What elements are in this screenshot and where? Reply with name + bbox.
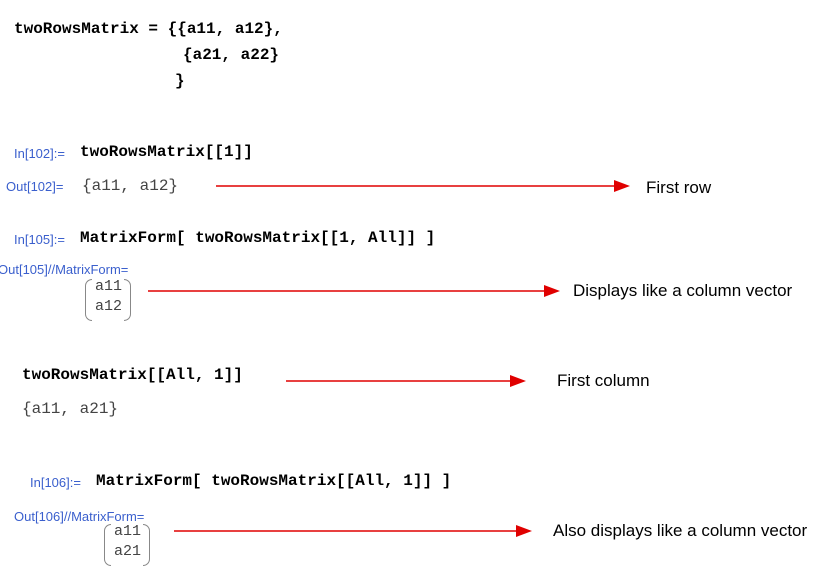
input-label-102: In[102]:= bbox=[14, 146, 65, 161]
matrix-cell: a11 bbox=[114, 523, 142, 540]
note-first-row: First row bbox=[646, 178, 712, 197]
right-paren bbox=[143, 524, 150, 566]
arrow-column-vector-1 bbox=[148, 285, 560, 297]
right-paren bbox=[124, 279, 131, 321]
matrix-output-105: a11 a12 bbox=[85, 277, 131, 321]
note-column-vector-2: Also displays like a column vector bbox=[553, 521, 808, 540]
input-expression-105[interactable]: MatrixForm[ twoRowsMatrix[[1, All]] ] bbox=[80, 229, 436, 247]
input-expression-102[interactable]: twoRowsMatrix[[1]] bbox=[80, 143, 253, 161]
matrix-definition-line-2: {a21, a22} bbox=[183, 46, 280, 64]
output-value-102: {a11, a12} bbox=[82, 177, 179, 195]
output-label-102: Out[102]= bbox=[6, 179, 64, 194]
output-label-106: Out[106]//MatrixForm= bbox=[14, 509, 145, 524]
note-first-column: First column bbox=[557, 371, 650, 390]
input-expression-106[interactable]: MatrixForm[ twoRowsMatrix[[All, 1]] ] bbox=[96, 472, 452, 490]
matrix-cell: a11 bbox=[95, 278, 123, 295]
arrow-first-row bbox=[216, 180, 630, 192]
matrix-definition-line-1: twoRowsMatrix = {{a11, a12}, bbox=[14, 20, 283, 38]
output-value-column: {a11, a21} bbox=[22, 400, 119, 418]
arrow-column-vector-2 bbox=[174, 525, 532, 537]
left-paren bbox=[85, 279, 92, 321]
matrix-cell: a12 bbox=[95, 298, 123, 315]
note-column-vector-1: Displays like a column vector bbox=[573, 281, 793, 300]
matrix-output-106: a11 a21 bbox=[104, 522, 150, 566]
matrix-cell: a21 bbox=[114, 543, 142, 560]
output-label-105: Out[105]//MatrixForm= bbox=[0, 262, 129, 277]
input-label-106: In[106]:= bbox=[30, 475, 81, 490]
left-paren bbox=[104, 524, 111, 566]
matrix-definition-line-3: } bbox=[175, 72, 185, 90]
arrow-first-column bbox=[286, 375, 526, 387]
input-label-105: In[105]:= bbox=[14, 232, 65, 247]
input-expression-column[interactable]: twoRowsMatrix[[All, 1]] bbox=[22, 366, 243, 384]
